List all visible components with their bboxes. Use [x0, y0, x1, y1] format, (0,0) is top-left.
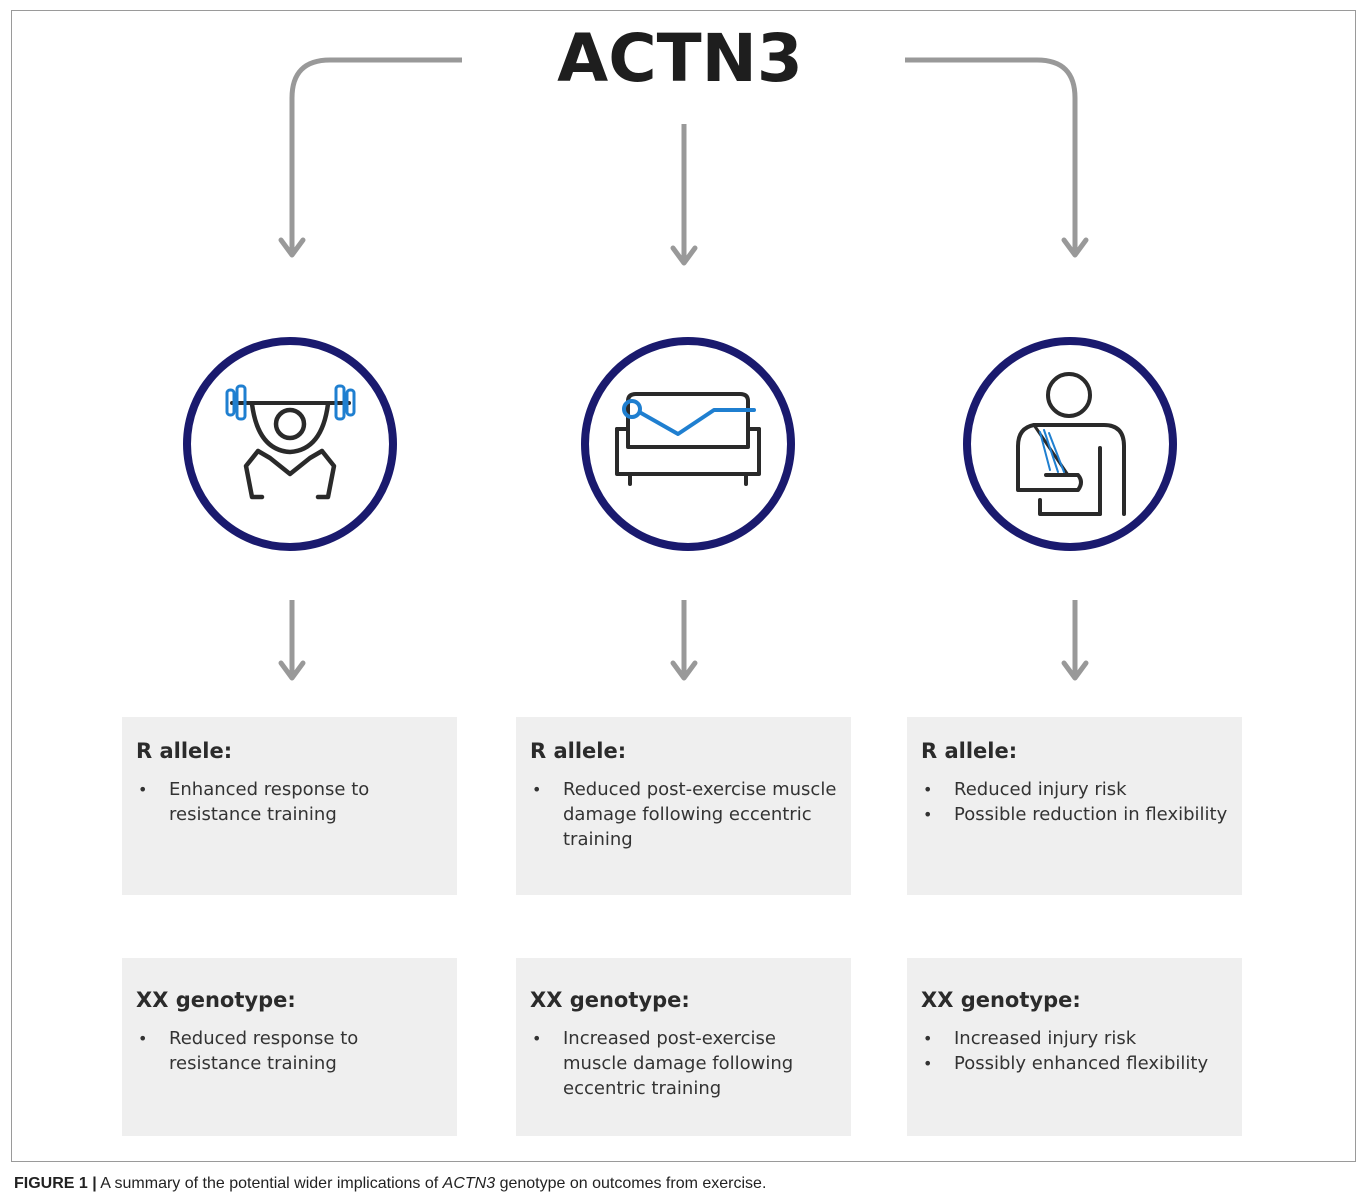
bullet-list: Reduced post-exercise muscle damage foll…: [530, 777, 839, 852]
arrow-to-boxes-1: [278, 600, 306, 681]
arrow-to-column-2: [670, 124, 698, 266]
box-heading: XX genotype:: [530, 988, 690, 1012]
bullet-list: Increased post-exercise muscle damage fo…: [530, 1026, 839, 1101]
box-heading: R allele:: [530, 739, 627, 763]
reclining-couch-icon: [615, 392, 761, 486]
col2-xx-genotype-box: XX genotype: Increased post-exercise mus…: [516, 958, 851, 1136]
arrow-to-column-1: [278, 57, 462, 258]
arm-sling-icon: [1016, 372, 1126, 516]
figure-frame: [11, 10, 1356, 1162]
list-item: Reduced response to resistance training: [136, 1026, 445, 1076]
list-item: Increased injury risk: [921, 1026, 1230, 1051]
icon-circle-1: [183, 337, 397, 551]
weightlifter-icon: [225, 384, 356, 500]
arrow-to-boxes-2: [670, 600, 698, 681]
bullet-list: Reduced response to resistance training: [136, 1026, 445, 1076]
list-item: Reduced post-exercise muscle damage foll…: [530, 777, 839, 852]
bullet-list: Reduced injury risk Possible reduction i…: [921, 777, 1230, 827]
list-item: Reduced injury risk: [921, 777, 1230, 802]
caption-text-after: genotype on outcomes from exercise.: [499, 1175, 767, 1192]
box-heading: R allele:: [136, 739, 233, 763]
caption-label: FIGURE 1 |: [14, 1175, 97, 1192]
figure-caption: FIGURE 1 | A summary of the potential wi…: [14, 1175, 766, 1193]
col2-r-allele-box: R allele: Reduced post-exercise muscle d…: [516, 717, 851, 895]
col1-r-allele-box: R allele: Enhanced response to resistanc…: [122, 717, 457, 895]
list-item: Increased post-exercise muscle damage fo…: [530, 1026, 839, 1101]
col3-r-allele-box: R allele: Reduced injury risk Possible r…: [907, 717, 1242, 895]
caption-text-before: A summary of the potential wider implica…: [100, 1175, 439, 1192]
gene-title: ACTN3: [557, 20, 803, 97]
arrow-to-column-3: [905, 57, 1089, 258]
caption-gene: ACTN3: [442, 1175, 496, 1192]
bullet-list: Enhanced response to resistance training: [136, 777, 445, 827]
box-heading: XX genotype:: [136, 988, 296, 1012]
box-heading: R allele:: [921, 739, 1018, 763]
list-item: Possibly enhanced flexibility: [921, 1051, 1230, 1076]
list-item: Possible reduction in flexibility: [921, 802, 1230, 827]
col3-xx-genotype-box: XX genotype: Increased injury risk Possi…: [907, 958, 1242, 1136]
box-heading: XX genotype:: [921, 988, 1081, 1012]
bullet-list: Increased injury risk Possibly enhanced …: [921, 1026, 1230, 1076]
col1-xx-genotype-box: XX genotype: Reduced response to resista…: [122, 958, 457, 1136]
arrow-to-boxes-3: [1061, 600, 1089, 681]
list-item: Enhanced response to resistance training: [136, 777, 445, 827]
icon-circle-3: [963, 337, 1177, 551]
